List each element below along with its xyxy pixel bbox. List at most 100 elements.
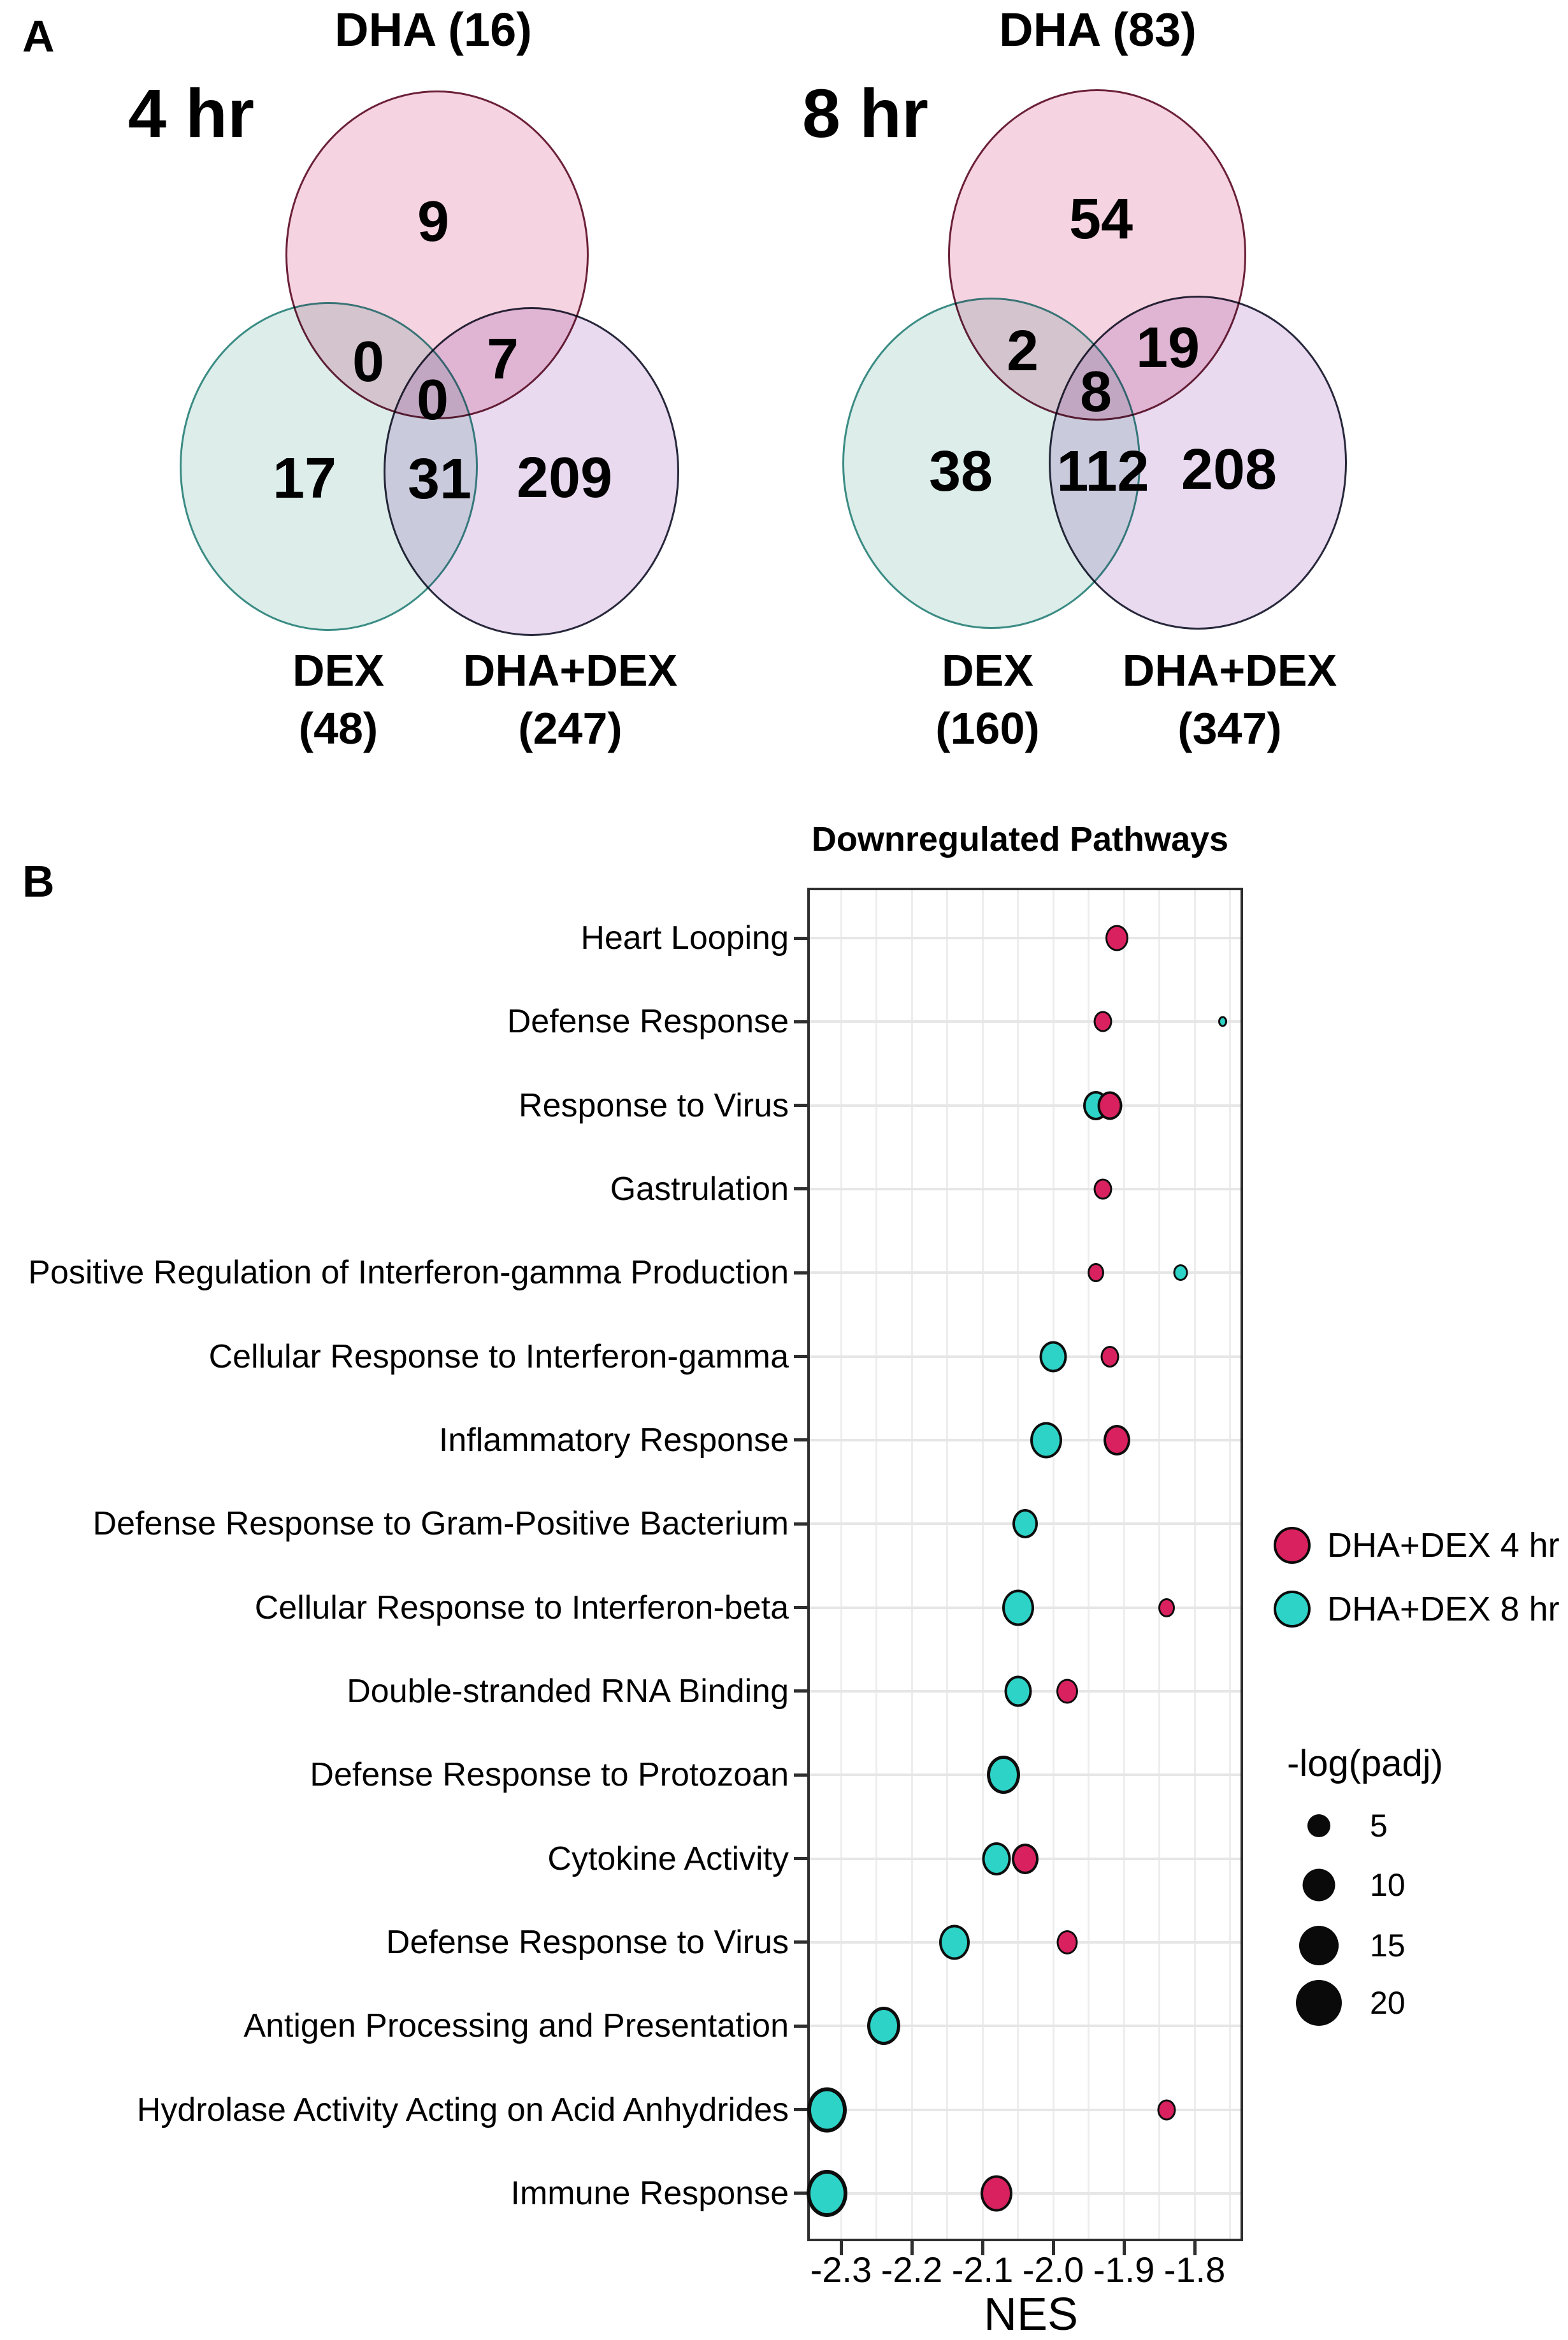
legend-series-label: DHA+DEX 4 hr <box>1327 1526 1560 1564</box>
gridline-vertical <box>910 890 913 2239</box>
pathway-label: Immune Response <box>510 2174 789 2212</box>
legend-size-label: 5 <box>1370 1808 1388 1844</box>
scatter-dot <box>1100 1345 1119 1368</box>
scatter-dot <box>1056 1930 1078 1954</box>
venn-region-count-dex: 17 <box>272 447 337 510</box>
gridline-vertical <box>840 890 842 2239</box>
pathway-label: Cytokine Activity <box>547 1840 789 1877</box>
legend-color-swatch <box>1274 1527 1311 1564</box>
venn-region-count-center: 8 <box>1079 360 1112 424</box>
y-tick <box>794 1689 807 1693</box>
pathway-label: Inflammatory Response <box>438 1421 789 1459</box>
x-tick-label: -2.1 <box>951 2250 1014 2290</box>
venn-circle-combo <box>384 307 679 636</box>
gridline-vertical <box>1052 890 1054 2239</box>
gridline-vertical <box>1193 890 1196 2239</box>
venn-set-label-dha: DHA (83) <box>999 3 1197 56</box>
legend-color-swatch <box>1274 1591 1311 1628</box>
venn-region-count-dex_combo: 31 <box>407 447 472 511</box>
pathway-label: Positive Regulation of Interferon-gamma … <box>28 1254 789 1292</box>
venn-region-count-dha_dex: 2 <box>1006 319 1039 383</box>
y-tick <box>794 2192 807 2195</box>
x-tick <box>1051 2241 1055 2255</box>
y-tick <box>794 936 807 940</box>
gridline-horizontal <box>810 1438 1241 1441</box>
scatter-dot <box>939 1925 970 1960</box>
venn-set-label-dex: DEX <box>292 646 384 695</box>
scatter-dot <box>1093 1178 1112 1200</box>
scatter-dot <box>1039 1341 1067 1373</box>
y-tick <box>794 1020 807 1023</box>
x-axis-title: NES <box>983 2289 1079 2340</box>
venn-region-count-dha_combo: 7 <box>486 328 519 391</box>
pathway-label: Response to Virus <box>519 1087 789 1124</box>
scatter-dot <box>981 2175 1013 2212</box>
pathway-label: Defense Response to Virus <box>385 1923 789 1961</box>
legend-size-dot <box>1299 1926 1339 1965</box>
gridline-horizontal <box>810 937 1241 939</box>
gridline-vertical <box>1017 890 1019 2239</box>
y-tick <box>794 1522 807 1526</box>
scatter-dot <box>1105 925 1128 951</box>
venn-region-count-dex_combo: 112 <box>1056 440 1149 503</box>
y-tick <box>794 1438 807 1442</box>
gridline-vertical <box>1229 890 1231 2239</box>
scatter-dot <box>1002 1589 1034 1626</box>
x-tick <box>1193 2241 1197 2255</box>
y-tick <box>794 2024 807 2028</box>
scatter-dot <box>982 1842 1011 1875</box>
scatter-dot <box>1012 1509 1038 1539</box>
gridline-vertical <box>875 890 877 2239</box>
legend-size-dot <box>1302 1868 1335 1902</box>
x-tick <box>910 2241 914 2255</box>
legend-series-label: DHA+DEX 8 hr <box>1327 1590 1560 1628</box>
x-tick <box>981 2241 984 2255</box>
gridline-horizontal <box>810 1355 1241 1358</box>
legend-size-label: 10 <box>1370 1867 1406 1903</box>
scatter-dot <box>1087 1263 1104 1283</box>
y-tick <box>794 1606 807 1610</box>
pathway-label: Cellular Response to Interferon-beta <box>254 1589 789 1626</box>
venn-region-count-dha_dex: 0 <box>352 330 385 394</box>
scatter-dot <box>867 2007 900 2046</box>
x-tick-label: -2.2 <box>881 2250 943 2290</box>
gridline-horizontal <box>810 1020 1241 1023</box>
size-legend-title: -log(padj) <box>1287 1743 1443 1784</box>
x-tick <box>839 2241 843 2255</box>
scatter-dot <box>807 2087 847 2133</box>
venn-time-label: 8 hr <box>802 75 929 152</box>
gridline-horizontal <box>810 2192 1241 2195</box>
venn-set-label-combo: DHA+DEX <box>1122 646 1337 695</box>
venn-set-count-dex: (160) <box>935 704 1040 753</box>
gridline-horizontal <box>810 1940 1241 1944</box>
venn-region-count-dha_combo: 19 <box>1135 316 1200 380</box>
pathway-label: Antigen Processing and Presentation <box>243 2007 789 2045</box>
scatter-dot <box>1218 1016 1228 1027</box>
y-tick <box>794 1271 807 1275</box>
gridline-horizontal <box>810 2025 1241 2028</box>
scatter-dot <box>1097 1091 1123 1120</box>
venn-set-count-combo: (247) <box>518 704 622 753</box>
y-tick <box>794 1857 807 1861</box>
pathway-label: Double-stranded RNA Binding <box>347 1672 789 1710</box>
legend-size-label: 15 <box>1370 1928 1406 1963</box>
pathway-label: Gastrulation <box>610 1170 789 1208</box>
legend-size-dot <box>1296 1980 1342 2026</box>
y-tick <box>794 1773 807 1777</box>
gridline-vertical <box>981 890 984 2239</box>
scatter-dot <box>1011 1843 1039 1874</box>
pathway-label: Defense Response <box>507 1003 789 1041</box>
pathway-label: Cellular Response to Interferon-gamma <box>208 1338 789 1375</box>
y-tick <box>794 1355 807 1359</box>
venn-region-count-combo: 209 <box>516 446 613 510</box>
panel-a-label: A <box>22 11 55 61</box>
gridline-vertical <box>946 890 948 2239</box>
gridline-horizontal <box>810 1104 1241 1107</box>
gridline-vertical <box>1158 890 1160 2239</box>
x-tick <box>1122 2241 1126 2255</box>
scatter-dot <box>1004 1675 1032 1707</box>
scatter-dot <box>806 2169 847 2217</box>
y-tick <box>794 2108 807 2112</box>
venn-region-count-center: 0 <box>416 368 449 432</box>
